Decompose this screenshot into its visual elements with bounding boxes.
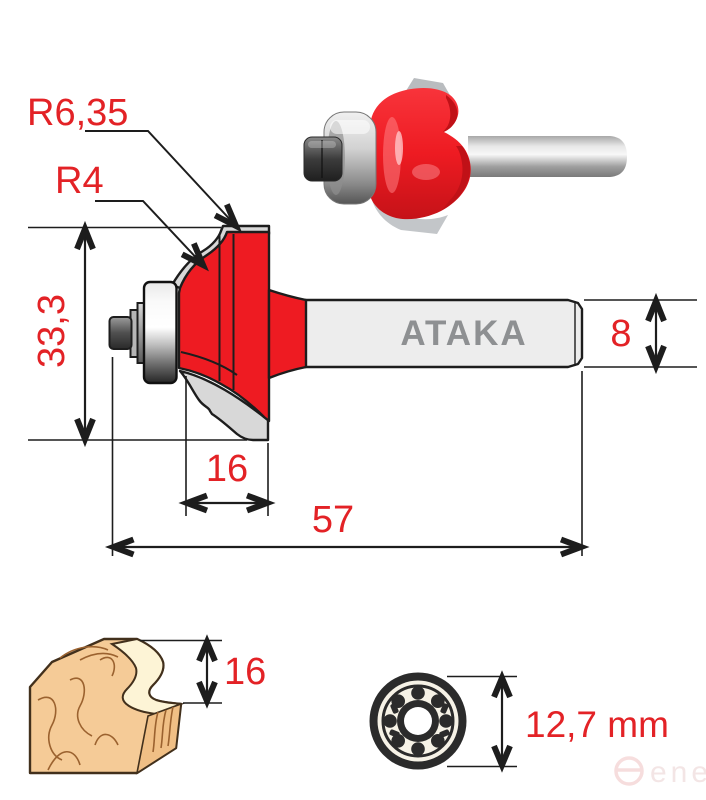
leader-arrow-icon	[180, 242, 209, 272]
arrow-up-icon	[491, 670, 513, 699]
drawing-flute-curve	[180, 351, 238, 376]
photo-blade-tip-top	[404, 78, 451, 97]
dimension-cutter-length: 16	[178, 448, 276, 514]
dimension-bearing-diameter: 12,7 mm	[447, 670, 669, 773]
photo-blade-tip-bottom	[369, 182, 448, 234]
technical-drawing: ATAKA	[108, 224, 584, 442]
watermark-text: enex	[650, 756, 706, 789]
arrow-up-icon	[74, 220, 96, 251]
bearing-cage-marks	[389, 703, 450, 738]
photo-bit-highlight-2	[395, 131, 403, 165]
brand-label: ATAKA	[400, 314, 527, 353]
photo-nut-gloss	[308, 141, 336, 148]
drawing-bit-body	[177, 230, 271, 423]
callout-radius-large: R6,35	[27, 92, 242, 233]
photo-bearing-gloss	[330, 120, 370, 134]
arrow-down-icon	[196, 680, 218, 709]
dimension-shank-diameter: 8	[610, 292, 667, 375]
drawing-shank	[292, 298, 584, 369]
photo-shank	[468, 136, 627, 177]
bearing-race-line	[381, 684, 455, 758]
drawing-bit-neck	[267, 288, 308, 380]
arrow-up-icon	[645, 292, 667, 323]
dimension-annotations: 33,3 16 57 8 R6,35	[27, 92, 697, 558]
wood-profile-sample: 16	[28, 634, 266, 775]
arrow-down-icon	[491, 744, 513, 773]
drawing-bearing	[142, 280, 178, 385]
arrow-right-icon	[559, 536, 590, 558]
leader-arrow-icon	[213, 203, 242, 233]
photo-bit-shade-top	[443, 95, 458, 132]
wood-grain-lines	[37, 645, 174, 771]
bearing-bore	[404, 707, 432, 735]
drawing-stud	[108, 316, 133, 350]
arrow-right-icon	[245, 492, 276, 514]
radius-small-label: R4	[55, 160, 104, 202]
bearing-diameter-label: 12,7 mm	[525, 704, 669, 745]
arrow-up-icon	[196, 634, 218, 663]
arrow-left-icon	[104, 536, 135, 558]
dimension-profile-height: 16	[140, 634, 266, 709]
profile-height-label: 16	[224, 651, 266, 693]
overall-length-label: 57	[312, 499, 354, 541]
watermark: enex	[614, 756, 706, 789]
arrow-down-icon	[74, 417, 96, 448]
dimension-overall-height: 33,3	[31, 220, 96, 448]
overall-height-label: 33,3	[31, 294, 73, 368]
dimension-overall-length: 57	[104, 499, 590, 558]
callout-radius-small: R4	[55, 160, 209, 272]
bearing-front-view: 12,7 mm	[369, 670, 669, 773]
product-photo	[303, 78, 627, 234]
shank-diameter-label: 8	[610, 313, 631, 355]
photo-bit-highlight-3	[412, 164, 440, 180]
radius-large-label: R6,35	[27, 92, 128, 134]
drawing-blade-lower	[178, 369, 270, 442]
bearing-balls	[383, 686, 453, 756]
photo-bit-shade-bottom	[442, 146, 471, 210]
arrow-left-icon	[178, 492, 209, 514]
cutter-length-label: 16	[206, 448, 248, 490]
arrow-down-icon	[645, 344, 667, 375]
